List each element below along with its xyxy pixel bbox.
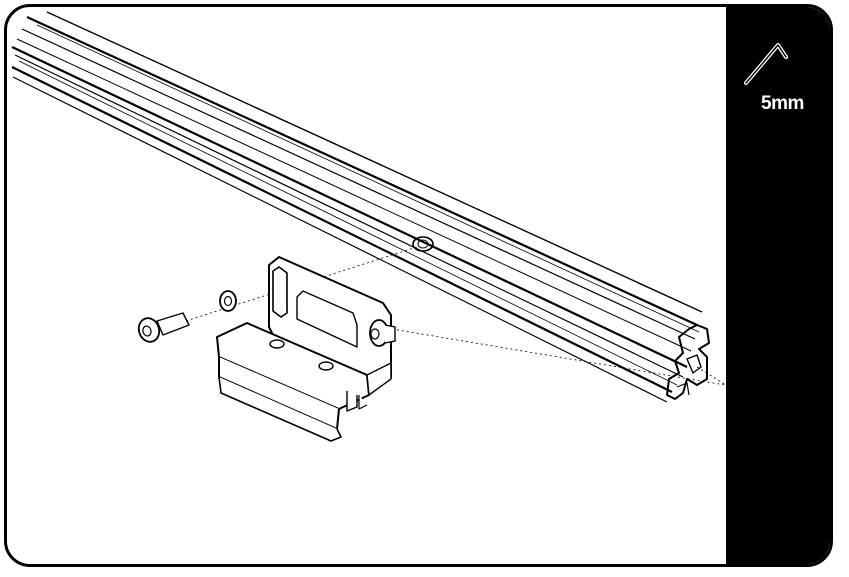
- assembly-drawing: [11, 11, 738, 442]
- bolt: [137, 312, 190, 343]
- tool-size-label: 5mm: [761, 93, 804, 114]
- t-nut: [369, 319, 396, 347]
- mounting-bracket: [216, 256, 392, 442]
- hex-key-icon: [744, 43, 788, 85]
- aluminium-rail: [11, 11, 710, 403]
- tool-sidebar: 5mm: [726, 7, 830, 564]
- washer: [219, 290, 237, 312]
- instruction-panel: 5mm: [4, 4, 833, 567]
